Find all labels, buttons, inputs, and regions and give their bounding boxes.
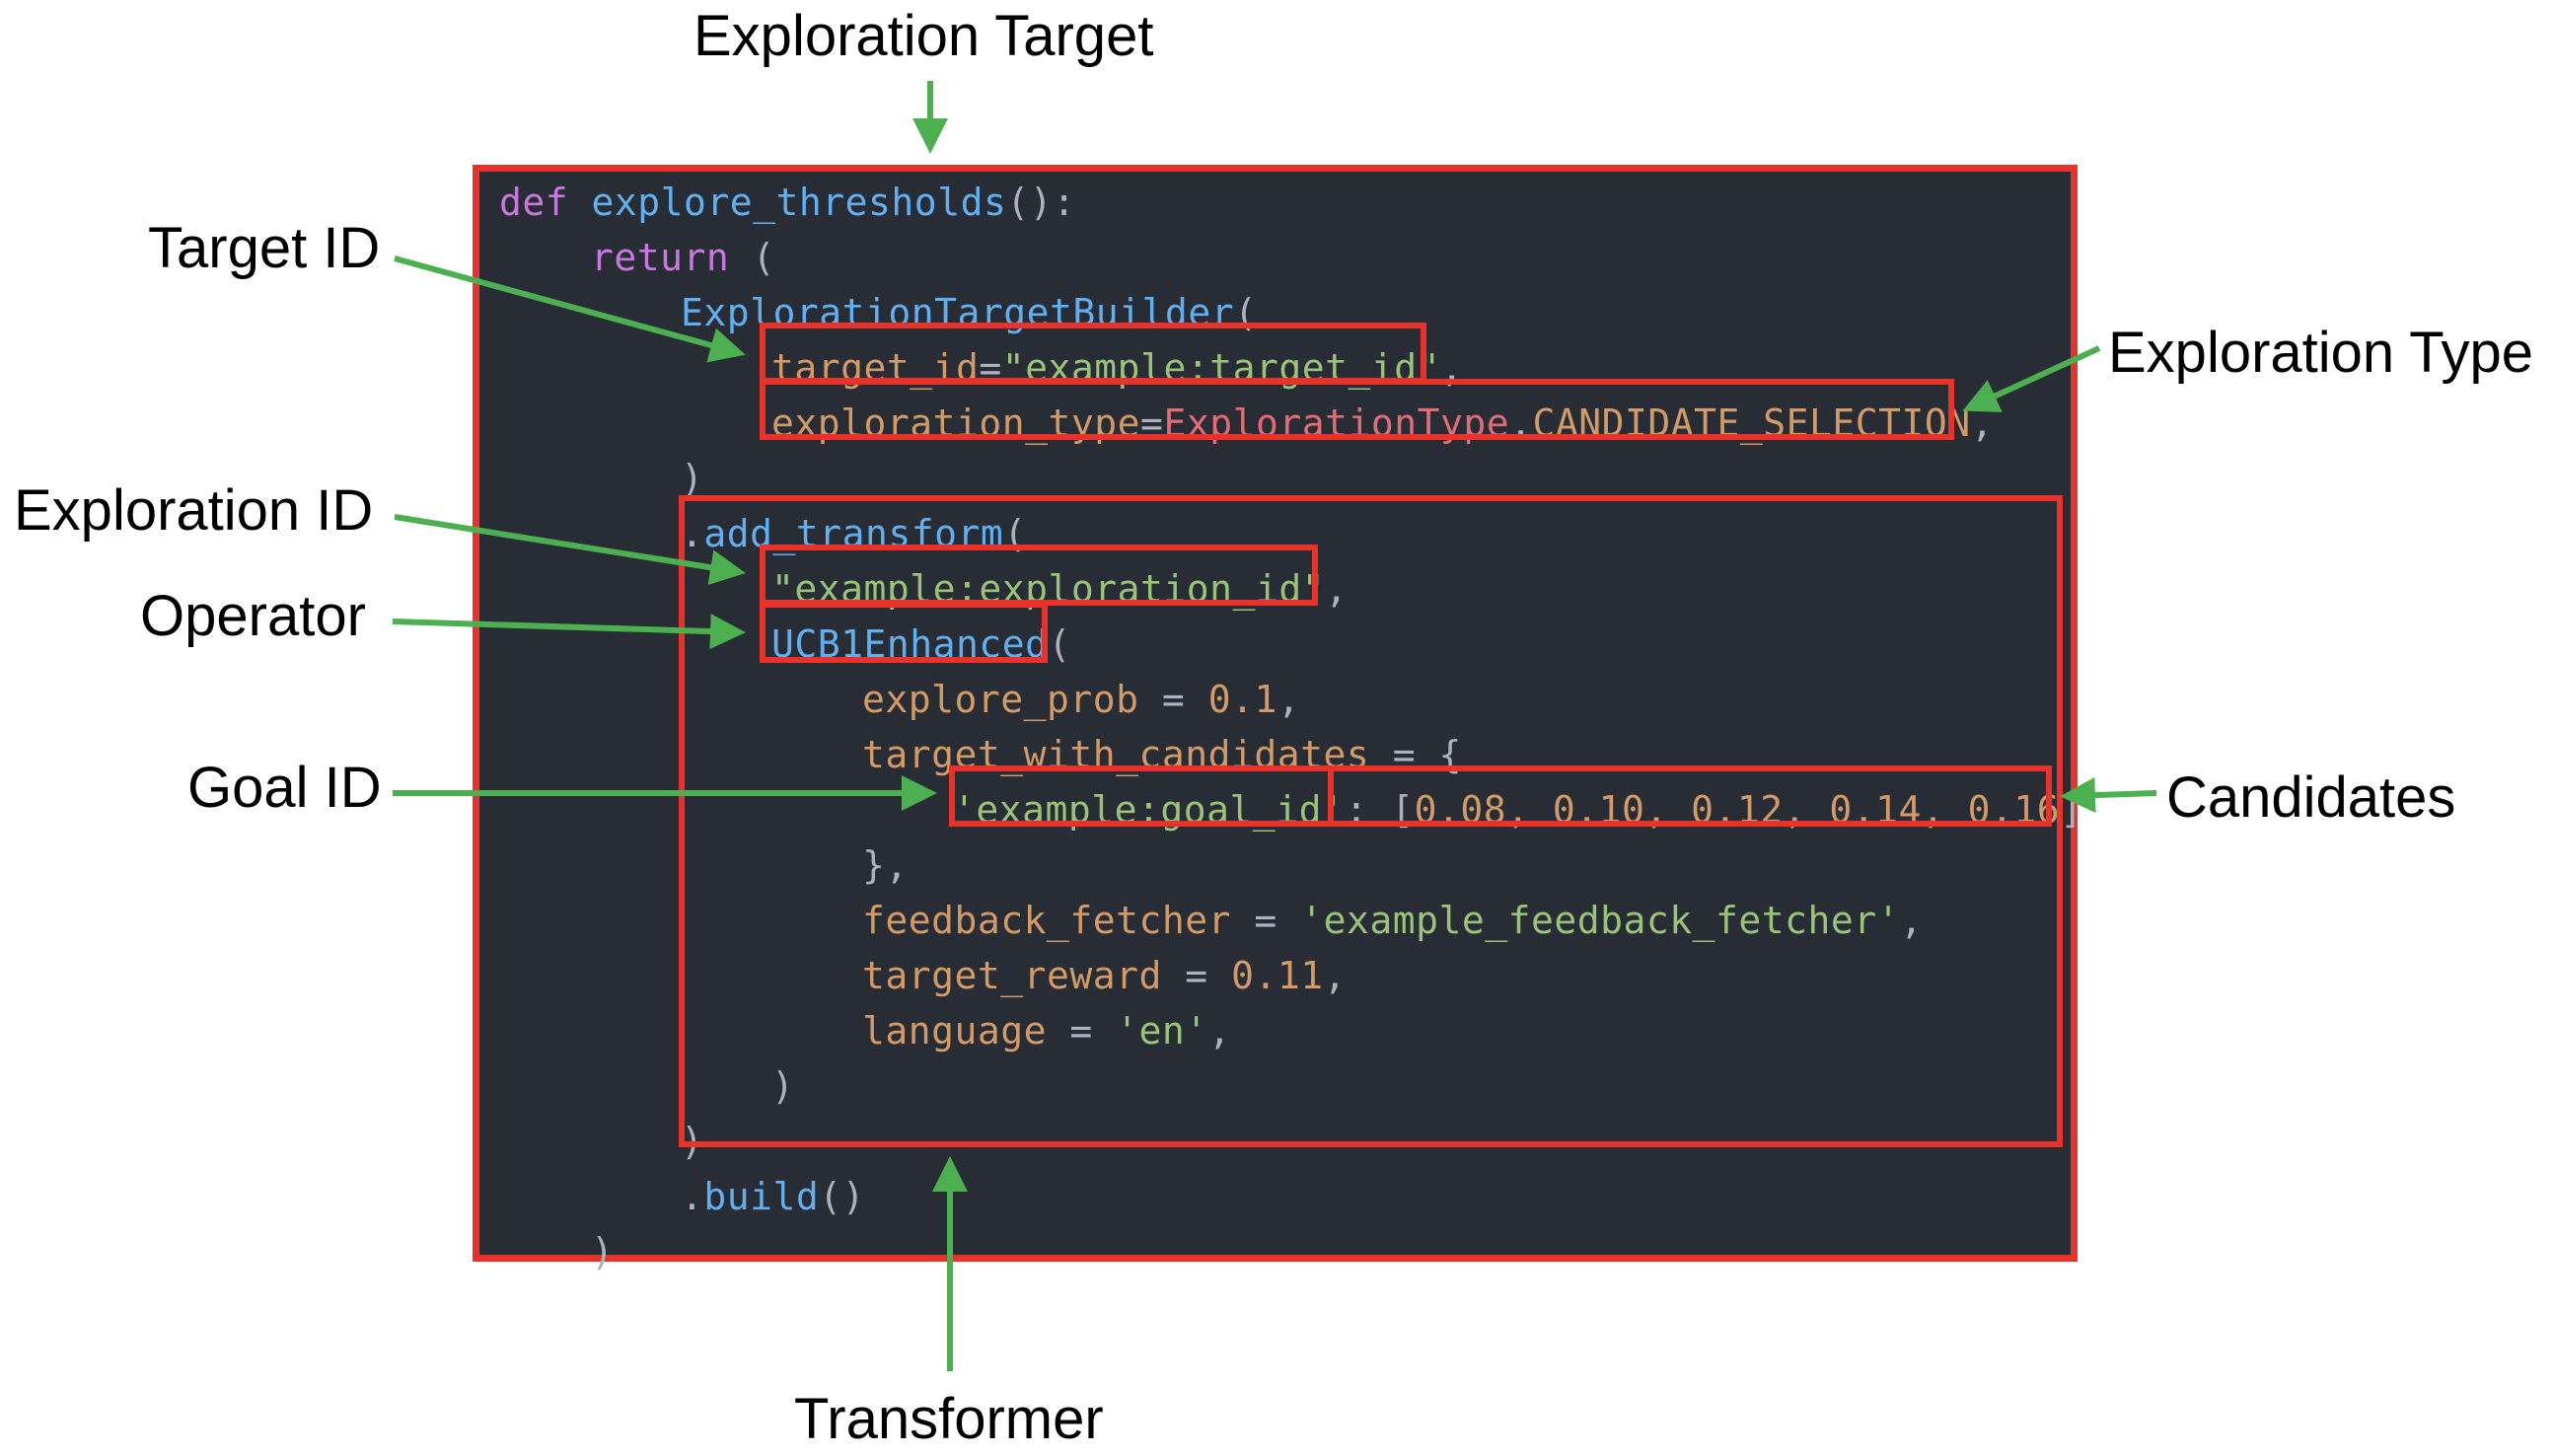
candidates-label: Candidates	[2166, 765, 2456, 830]
punctuation: )	[591, 1230, 615, 1274]
function-name: explore_thresholds	[568, 181, 1007, 224]
return-keyword: return	[591, 236, 730, 279]
language-param: language	[862, 1009, 1048, 1053]
punctuation: (	[1234, 291, 1258, 334]
punctuation: : [	[1345, 788, 1415, 832]
punctuation: ,	[1439, 346, 1464, 390]
punctuation: ,	[1207, 1009, 1232, 1053]
punctuation: = {	[1369, 733, 1462, 776]
punctuation: (	[1003, 512, 1027, 555]
explore-prob-param: explore_prob	[862, 678, 1139, 721]
punctuation: ():	[1006, 181, 1076, 224]
punctuation: ,	[1276, 678, 1301, 721]
punctuation: .	[681, 512, 704, 555]
def-keyword: def	[499, 181, 569, 224]
exploration-type-label: Exploration Type	[2108, 321, 2533, 385]
exploration-id-label: Exploration ID	[14, 478, 374, 543]
punctuation: ,	[1900, 899, 1924, 942]
target-id-arrow	[394, 255, 746, 363]
goal-id-label: Goal ID	[187, 756, 382, 820]
code-line-feedback-fetcher: feedback_fetcher = 'example_feedback_fet…	[862, 902, 1923, 939]
feedback-fetcher-value: 'example_feedback_fetcher'	[1300, 899, 1901, 942]
punctuation: =	[1161, 954, 1232, 997]
exploration-type-highlight	[760, 379, 1954, 440]
candidates-arrow	[2060, 777, 2157, 814]
build-name: build	[703, 1175, 820, 1218]
target-reward-param: target_reward	[862, 954, 1162, 997]
punctuation: =	[1047, 1009, 1117, 1053]
exploration-target-label: Exploration Target	[693, 4, 1154, 68]
punctuation: (	[729, 236, 776, 279]
code-line-close-operator: )	[771, 1067, 794, 1105]
punctuation: ()	[819, 1175, 866, 1218]
operator-arrow	[392, 614, 746, 650]
punctuation: =	[1140, 401, 1164, 445]
code-line-target-reward: target_reward = 0.11,	[862, 957, 1347, 994]
punctuation: )	[771, 1064, 795, 1108]
code-line-return: return (	[591, 239, 775, 276]
operator-label: Operator	[140, 584, 366, 648]
target-id-label: Target ID	[148, 216, 381, 280]
target-reward-value: 0.11	[1231, 954, 1324, 997]
punctuation: =	[1138, 678, 1208, 721]
punctuation: },	[862, 843, 909, 887]
explore-prob-value: 0.1	[1207, 678, 1277, 721]
code-line-close-return: )	[591, 1233, 614, 1271]
punctuation: ,	[1325, 567, 1349, 611]
language-value: 'en'	[1116, 1009, 1208, 1053]
code-line-def: def explore_thresholds():	[499, 183, 1075, 221]
code-line-build: .build()	[681, 1178, 865, 1215]
exploration-type-arrow	[1962, 345, 2101, 412]
punctuation: ,	[1970, 401, 1995, 445]
punctuation: (	[1048, 622, 1071, 666]
exploration-id-arrow	[394, 514, 746, 586]
candidates-highlight	[1328, 765, 2052, 827]
punctuation: .	[681, 1175, 704, 1218]
code-line-language: language = 'en',	[862, 1012, 1231, 1050]
punctuation: =	[1231, 899, 1301, 942]
operator-highlight	[760, 602, 1048, 663]
punctuation: ,	[1323, 954, 1347, 997]
punctuation: )	[681, 457, 704, 500]
punctuation: .	[1509, 401, 1533, 445]
code-line-operator: UCB1Enhanced(	[771, 625, 1071, 663]
punctuation: =	[979, 346, 1002, 390]
code-line-explore-prob: explore_prob = 0.1,	[862, 681, 1300, 718]
transformer-label: Transformer	[794, 1387, 1104, 1451]
transformer-box	[679, 495, 2063, 1147]
code-line-close-dict: },	[862, 846, 909, 884]
operator-name: UCB1Enhanced	[771, 622, 1049, 666]
feedback-fetcher-param: feedback_fetcher	[862, 899, 1232, 942]
code-line-close-builder: )	[681, 460, 703, 497]
